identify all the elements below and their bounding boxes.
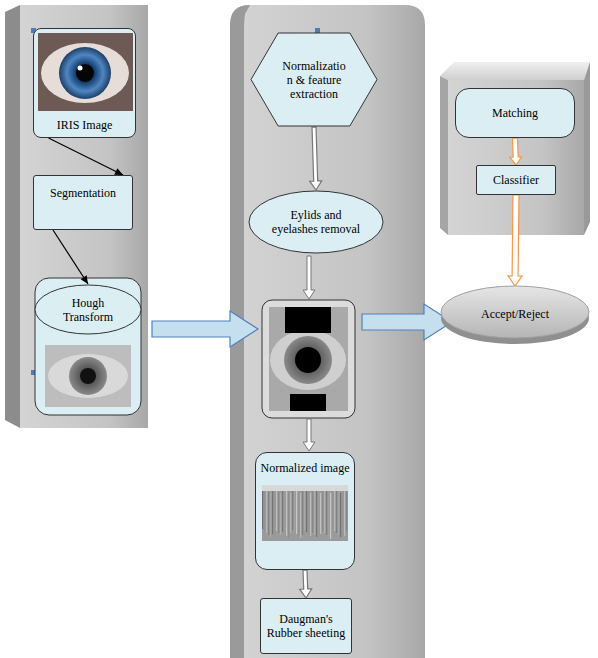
flow-arrow	[53, 230, 88, 284]
hough-box	[35, 278, 141, 415]
process-box: Classifier	[476, 165, 556, 195]
process-hexagon: Normalizatio n & feature extraction	[250, 32, 378, 127]
flow-arrow	[303, 256, 315, 451]
node-label: Normalized image	[261, 461, 350, 475]
node-label: Daugman's Rubber sheeting	[265, 612, 347, 640]
node-label: Accept/Reject	[481, 307, 549, 321]
left-panel	[5, 5, 148, 428]
node-label: Matching	[492, 106, 538, 120]
result-ellipse: Accept/Reject	[440, 283, 590, 345]
masked-eye-box	[262, 300, 355, 418]
node-label: Classifier	[493, 173, 539, 187]
normalized-strip	[262, 485, 348, 541]
image-box: IRIS Image	[33, 28, 136, 138]
node-label: Normalizatio n & feature extraction	[281, 59, 347, 101]
flow-arrow	[508, 195, 522, 286]
flow-arrow	[49, 138, 124, 175]
node-label: Segmentation	[50, 186, 116, 200]
node-label: IRIS Image	[57, 118, 113, 132]
process-box: Matching	[455, 88, 575, 138]
flow-arrow	[310, 127, 322, 190]
image-box: Normalized image	[255, 452, 355, 570]
block-arrow	[362, 304, 452, 340]
process-ellipse: Eylids and eyelashes removal	[248, 190, 384, 254]
node-label: Eylids and eyelashes removal	[271, 208, 361, 236]
flow-arrow	[300, 570, 312, 598]
process-box: Segmentation	[33, 175, 133, 230]
process-ellipse: Hough Transform	[34, 284, 142, 335]
block-arrow	[152, 311, 258, 347]
node-label: Hough Transform	[53, 296, 123, 324]
flow-arrow	[510, 138, 522, 165]
eye-photo	[38, 33, 133, 111]
middle-panel	[230, 5, 425, 658]
process-box: Daugman's Rubber sheeting	[260, 598, 352, 654]
